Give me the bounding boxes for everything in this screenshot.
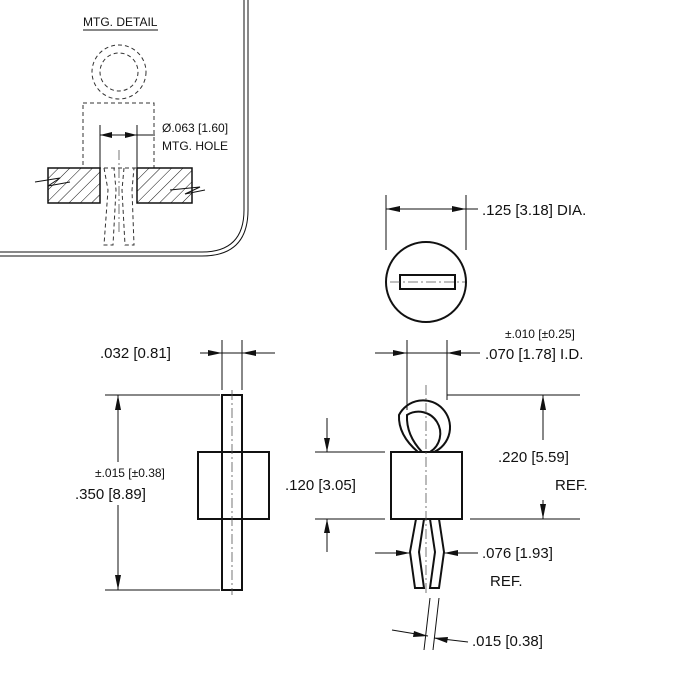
length-dimension: .350 [8.89] <box>75 486 146 503</box>
id-tolerance: ±.010 [±0.25] <box>505 327 575 341</box>
overall-height-dimension: .220 [5.59] <box>498 449 569 466</box>
side-view: .032 [0.81] ±.015 [±0.38] .350 [8.89] <box>75 340 275 595</box>
hole-dimension: Ø.063 [1.60] <box>162 121 228 135</box>
id-dimension: .070 [1.78] I.D. <box>485 346 583 363</box>
body-outline <box>82 102 155 169</box>
wire-dimension: .015 [0.38] <box>472 633 543 650</box>
panel-right <box>136 167 193 204</box>
mounting-detail: MTG. DETAIL Ø.063 [1.60] MTG. HOLE <box>34 15 228 246</box>
panel-left <box>47 167 101 204</box>
body-height-dimension: .120 [3.05] <box>285 477 356 494</box>
overall-ref: REF. <box>555 477 588 494</box>
loop-outline <box>91 44 147 100</box>
hole-label: MTG. HOLE <box>162 139 228 153</box>
pin-width-dimension: .032 [0.81] <box>100 345 171 362</box>
top-view: .125 [3.18] DIA. <box>385 195 586 323</box>
leg-spread-dimension: .076 [1.93] <box>482 545 553 562</box>
diameter-dimension: .125 [3.18] DIA. <box>482 202 586 219</box>
leg-ref: REF. <box>490 573 523 590</box>
detail-title: MTG. DETAIL <box>83 15 158 29</box>
front-view: ±.010 [±0.25] .070 [1.78] I.D. .120 [3.0… <box>285 327 588 651</box>
detail-frame <box>0 0 249 257</box>
length-tolerance: ±.015 [±0.38] <box>95 466 165 480</box>
